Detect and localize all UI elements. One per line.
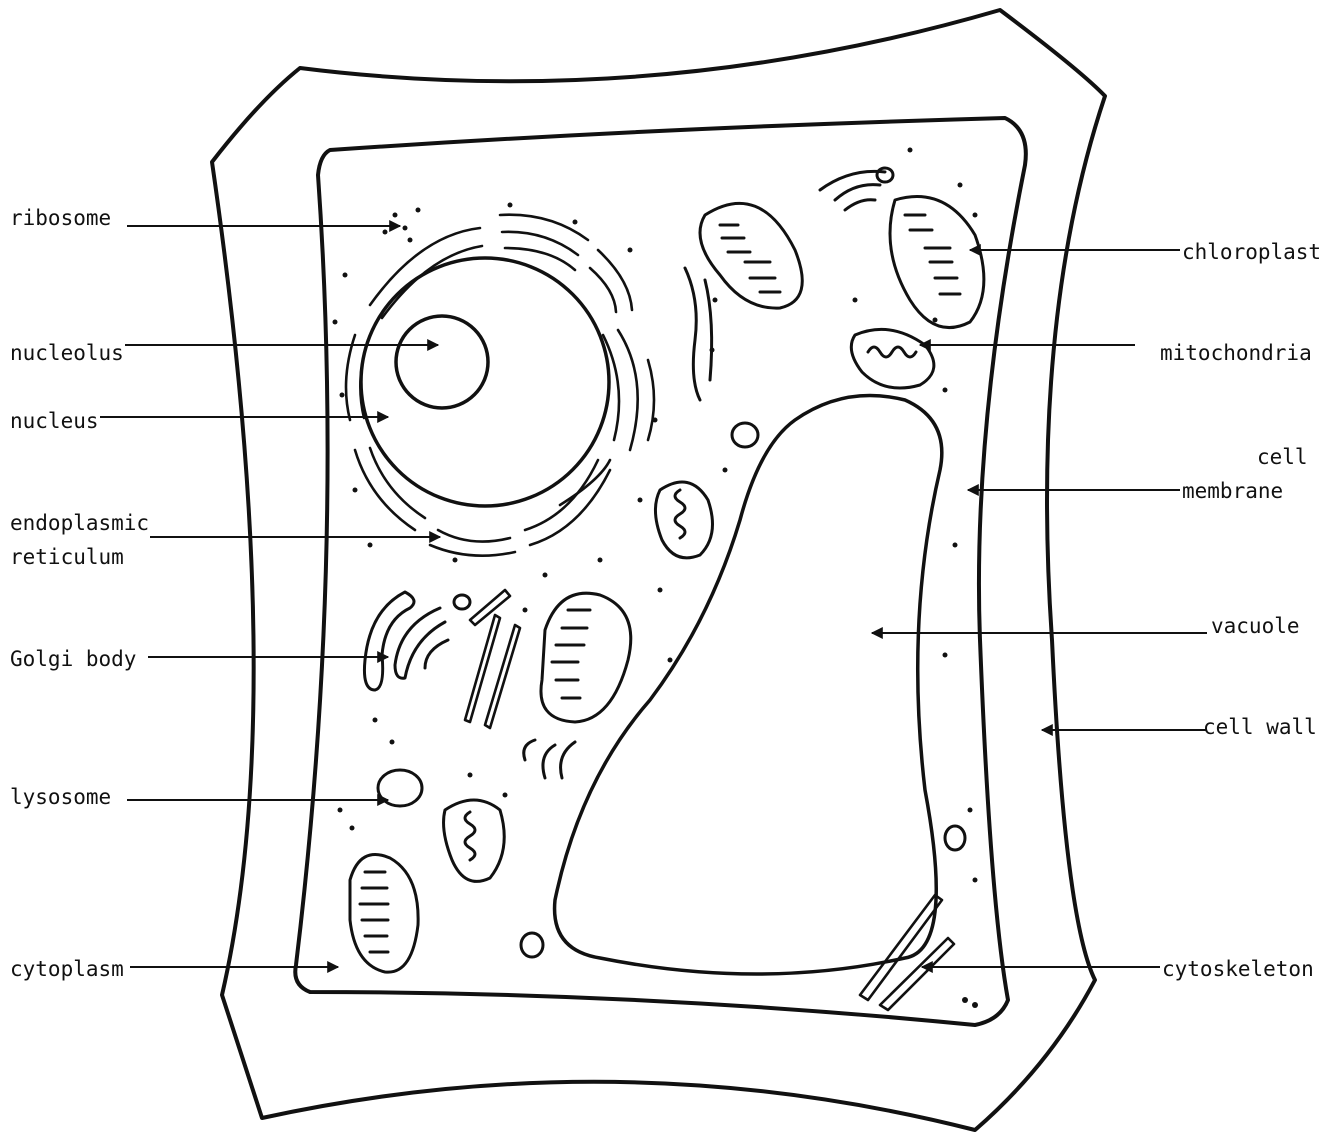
label-golgi-body: Golgi body <box>10 642 136 676</box>
leader-lines <box>100 226 1207 967</box>
ribosome-dots <box>333 148 979 1009</box>
label-chloroplast: chloroplast <box>1182 235 1321 269</box>
label-ribosome: ribosome <box>10 201 111 235</box>
cell-wall-outline <box>212 10 1105 1130</box>
mitochondria-group <box>444 329 934 881</box>
golgi-body <box>364 171 885 778</box>
nucleus <box>361 258 609 506</box>
label-cell: cell <box>1257 440 1308 474</box>
label-cytoplasm: cytoplasm <box>10 952 124 986</box>
label-lysosome: lysosome <box>10 780 111 814</box>
label-reticulum: reticulum <box>10 540 124 574</box>
label-mitochondria: mitochondria <box>1160 336 1312 370</box>
label-endoplasmic: endoplasmic <box>10 506 149 540</box>
cell-membrane-outline <box>295 118 1026 1025</box>
label-cell-wall: cell wall <box>1203 710 1317 744</box>
label-nucleolus: nucleolus <box>10 336 124 370</box>
label-nucleus: nucleus <box>10 404 99 438</box>
cytoskeleton-drawing <box>465 590 954 1010</box>
label-cytoskeleton: cytoskeleton <box>1162 952 1314 986</box>
nucleolus <box>396 316 488 408</box>
chloroplast-group <box>350 197 984 973</box>
vacuole-outline <box>555 396 942 975</box>
label-vacuole: vacuole <box>1211 609 1300 643</box>
label-membrane: membrane <box>1182 474 1283 508</box>
